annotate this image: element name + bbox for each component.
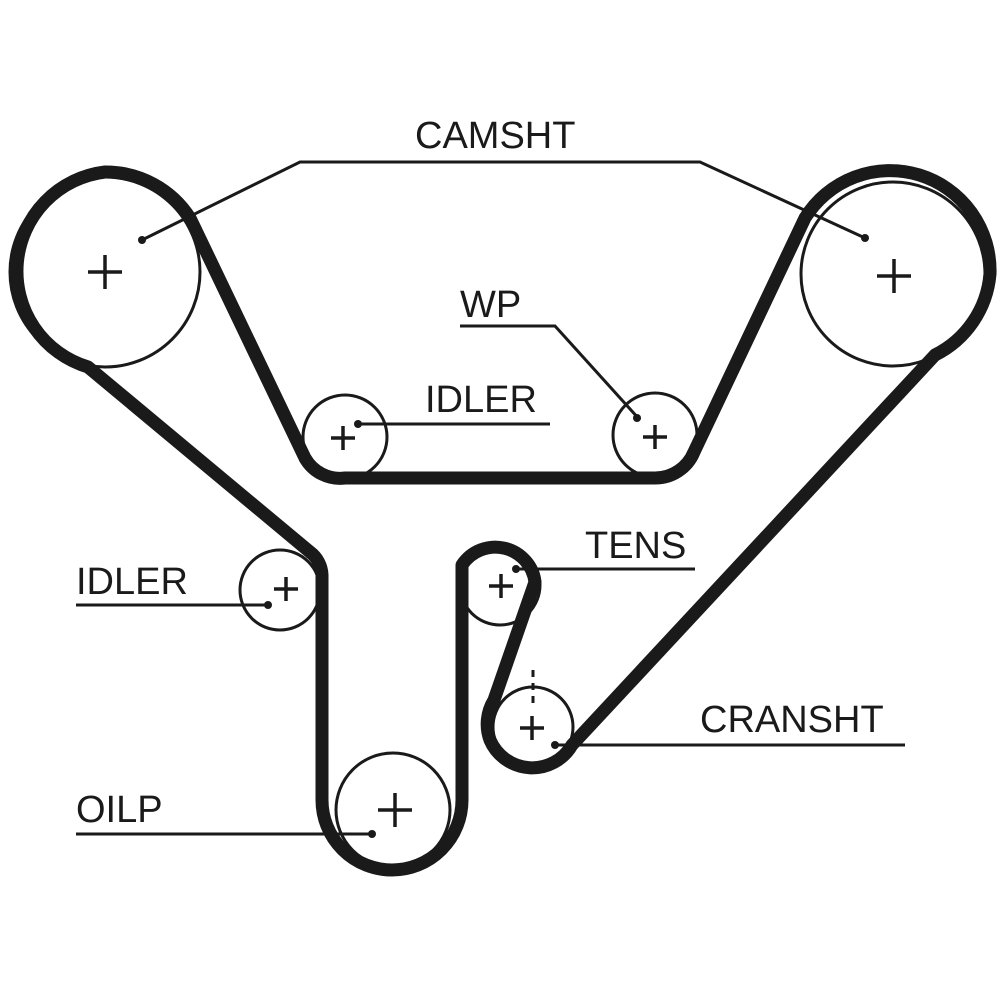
center-cross-camsht-left bbox=[88, 255, 122, 289]
center-cross-idler-top bbox=[331, 426, 355, 450]
leader-dot-idler-left bbox=[264, 601, 272, 609]
leader-dot-wp bbox=[633, 414, 641, 422]
timing-belt bbox=[10, 164, 997, 877]
leader-dot-cransht bbox=[551, 741, 559, 749]
center-cross-cransht bbox=[520, 716, 544, 740]
center-cross-idler-left bbox=[274, 577, 298, 601]
center-cross-wp bbox=[643, 425, 667, 449]
label-tens: TENS bbox=[585, 525, 686, 567]
center-cross-oilp bbox=[378, 793, 412, 827]
label-cransht: CRANSHT bbox=[700, 699, 884, 741]
label-oilp: OILP bbox=[76, 789, 163, 831]
label-idler-top: IDLER bbox=[425, 379, 537, 421]
leader-dot-oilp bbox=[368, 830, 376, 838]
leader-dot-idler-top bbox=[354, 420, 362, 428]
label-idler-left: IDLER bbox=[76, 561, 188, 603]
label-wp: WP bbox=[460, 284, 521, 326]
label-camsht: CAMSHT bbox=[415, 115, 575, 157]
leader-dot-camsht-left bbox=[138, 236, 146, 244]
leader-dot-camsht-right bbox=[861, 234, 869, 242]
leader-wp bbox=[460, 324, 642, 422]
center-cross-tens bbox=[489, 574, 513, 598]
leader-dot-tens bbox=[512, 565, 520, 573]
center-cross-camsht-right bbox=[877, 259, 911, 293]
leader-camsht bbox=[141, 160, 866, 242]
